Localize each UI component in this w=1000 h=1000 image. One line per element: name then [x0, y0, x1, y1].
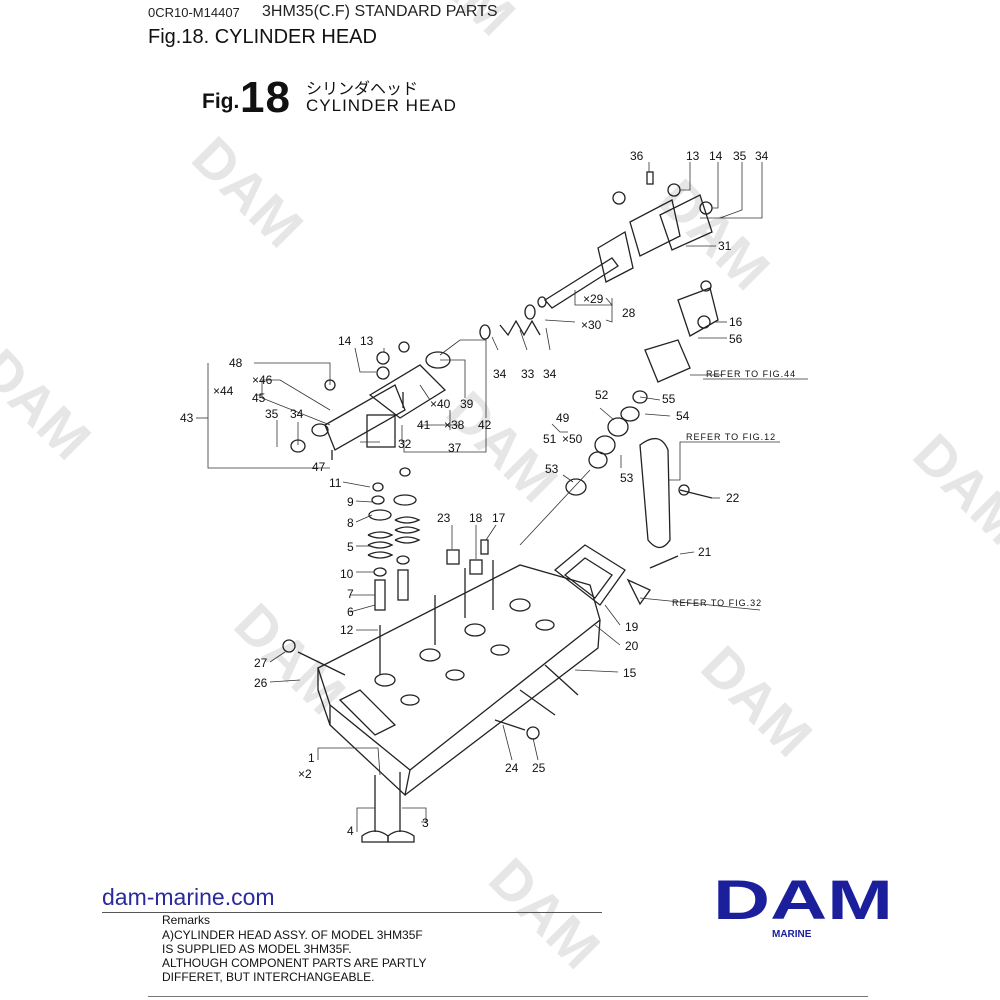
callout-3: 3 [422, 816, 429, 830]
callout-31: 31 [718, 239, 732, 253]
callout-labels: 36 13 14 35 34 31 ×29 28 ×30 16 56 14 13… [180, 149, 796, 838]
callout-33: 33 [521, 367, 535, 381]
callout-43: 43 [180, 411, 194, 425]
callout-11: 11 [329, 476, 342, 490]
callout-47: 47 [312, 460, 326, 474]
callout-32: 32 [398, 437, 412, 451]
callout-37: 37 [448, 441, 462, 455]
callout-22: 22 [726, 491, 740, 505]
callout-5: 5 [347, 540, 354, 554]
refer-fig-12: REFER TO FIG.12 [686, 432, 776, 442]
callout-40: ×40 [430, 397, 451, 411]
callout-23: 23 [437, 511, 451, 525]
callout-14: 14 [709, 149, 723, 163]
callout-51: 51 [543, 432, 557, 446]
callout-10: 10 [340, 567, 354, 581]
callout-41: 41 [417, 418, 431, 432]
callout-25: 25 [532, 761, 546, 775]
callout-24: 24 [505, 761, 519, 775]
callout-45: 45 [252, 391, 266, 405]
callout-39: 39 [460, 397, 474, 411]
callout-17: 17 [492, 511, 506, 525]
callout-2: ×2 [298, 767, 312, 781]
model-title: 3HM35(C.F) STANDARD PARTS [262, 3, 498, 20]
callout-34-spring-a: 34 [493, 367, 507, 381]
callout-19: 19 [625, 620, 639, 634]
callout-20: 20 [625, 639, 639, 653]
marine-label: MARINE [772, 929, 812, 940]
callout-35: 35 [733, 149, 747, 163]
callout-18: 18 [469, 511, 483, 525]
callout-56: 56 [729, 332, 743, 346]
callout-15: 15 [623, 666, 637, 680]
callout-21: 21 [698, 545, 712, 559]
dam-logo: DAM [713, 875, 893, 923]
callout-53: 53 [545, 462, 559, 476]
callout-34-spring-b: 34 [543, 367, 557, 381]
remark-line: ALTHOUGH COMPONENT PARTS ARE PARTLY [162, 956, 427, 970]
callout-13-lower: 13 [360, 334, 374, 348]
callout-29: ×29 [583, 292, 604, 306]
figure-title-japanese: シリンダヘッド [306, 81, 419, 98]
callout-49: 49 [556, 411, 570, 425]
refer-fig-44: REFER TO FIG.44 [706, 369, 796, 379]
callout-16: 16 [729, 315, 743, 329]
callout-35-lower: 35 [265, 407, 279, 421]
callout-53-b: 53 [620, 471, 634, 485]
callout-55: 55 [662, 392, 676, 406]
leader-lines [196, 162, 808, 832]
callout-12: 12 [340, 623, 354, 637]
document-code: 0CR10-M14407 [148, 5, 240, 20]
callout-50: ×50 [562, 432, 583, 446]
callout-48: 48 [229, 356, 243, 370]
divider [102, 912, 602, 913]
remarks-title: Remarks [162, 913, 211, 927]
callout-1: 1 [308, 751, 315, 765]
callout-6: 6 [347, 605, 354, 619]
remark-line: IS SUPPLIED AS MODEL 3HM35F. [162, 942, 352, 956]
cylinder-head-body [317, 564, 601, 771]
dam-logo-text: DAM [713, 875, 893, 923]
callout-27: 27 [254, 656, 268, 670]
callout-13: 13 [686, 149, 700, 163]
callout-28: 28 [622, 306, 636, 320]
rocker-shaft [544, 257, 619, 309]
callout-38: ×38 [444, 418, 465, 432]
callout-46: ×46 [252, 373, 273, 387]
callout-44: ×44 [213, 384, 234, 398]
callout-36: 36 [630, 149, 644, 163]
site-url-link[interactable]: dam-marine.com [102, 884, 275, 910]
callout-30: ×30 [581, 318, 602, 332]
callout-54: 54 [676, 409, 690, 423]
remark-line: DIFFERET, BUT INTERCHANGEABLE. [162, 970, 375, 984]
divider [148, 996, 868, 997]
refer-fig-32: REFER TO FIG.32 [672, 598, 762, 608]
callout-7: 7 [347, 587, 354, 601]
callout-26: 26 [254, 676, 268, 690]
page-title: Fig.18. CYLINDER HEAD [148, 26, 377, 48]
figure-title-english: CYLINDER HEAD [306, 96, 457, 115]
callout-8: 8 [347, 516, 354, 530]
callout-34: 34 [755, 149, 769, 163]
diagram-drawing [282, 171, 719, 843]
callout-4: 4 [347, 824, 354, 838]
callout-34-lower: 34 [290, 407, 304, 421]
callout-42: 42 [478, 418, 492, 432]
callout-52: 52 [595, 388, 609, 402]
figure-prefix: Fig. [202, 90, 240, 113]
callout-14-lower: 14 [338, 334, 352, 348]
callout-9: 9 [347, 495, 354, 509]
remark-line: A)CYLINDER HEAD ASSY. OF MODEL 3HM35F [162, 928, 423, 942]
figure-number: 18 [240, 73, 291, 122]
